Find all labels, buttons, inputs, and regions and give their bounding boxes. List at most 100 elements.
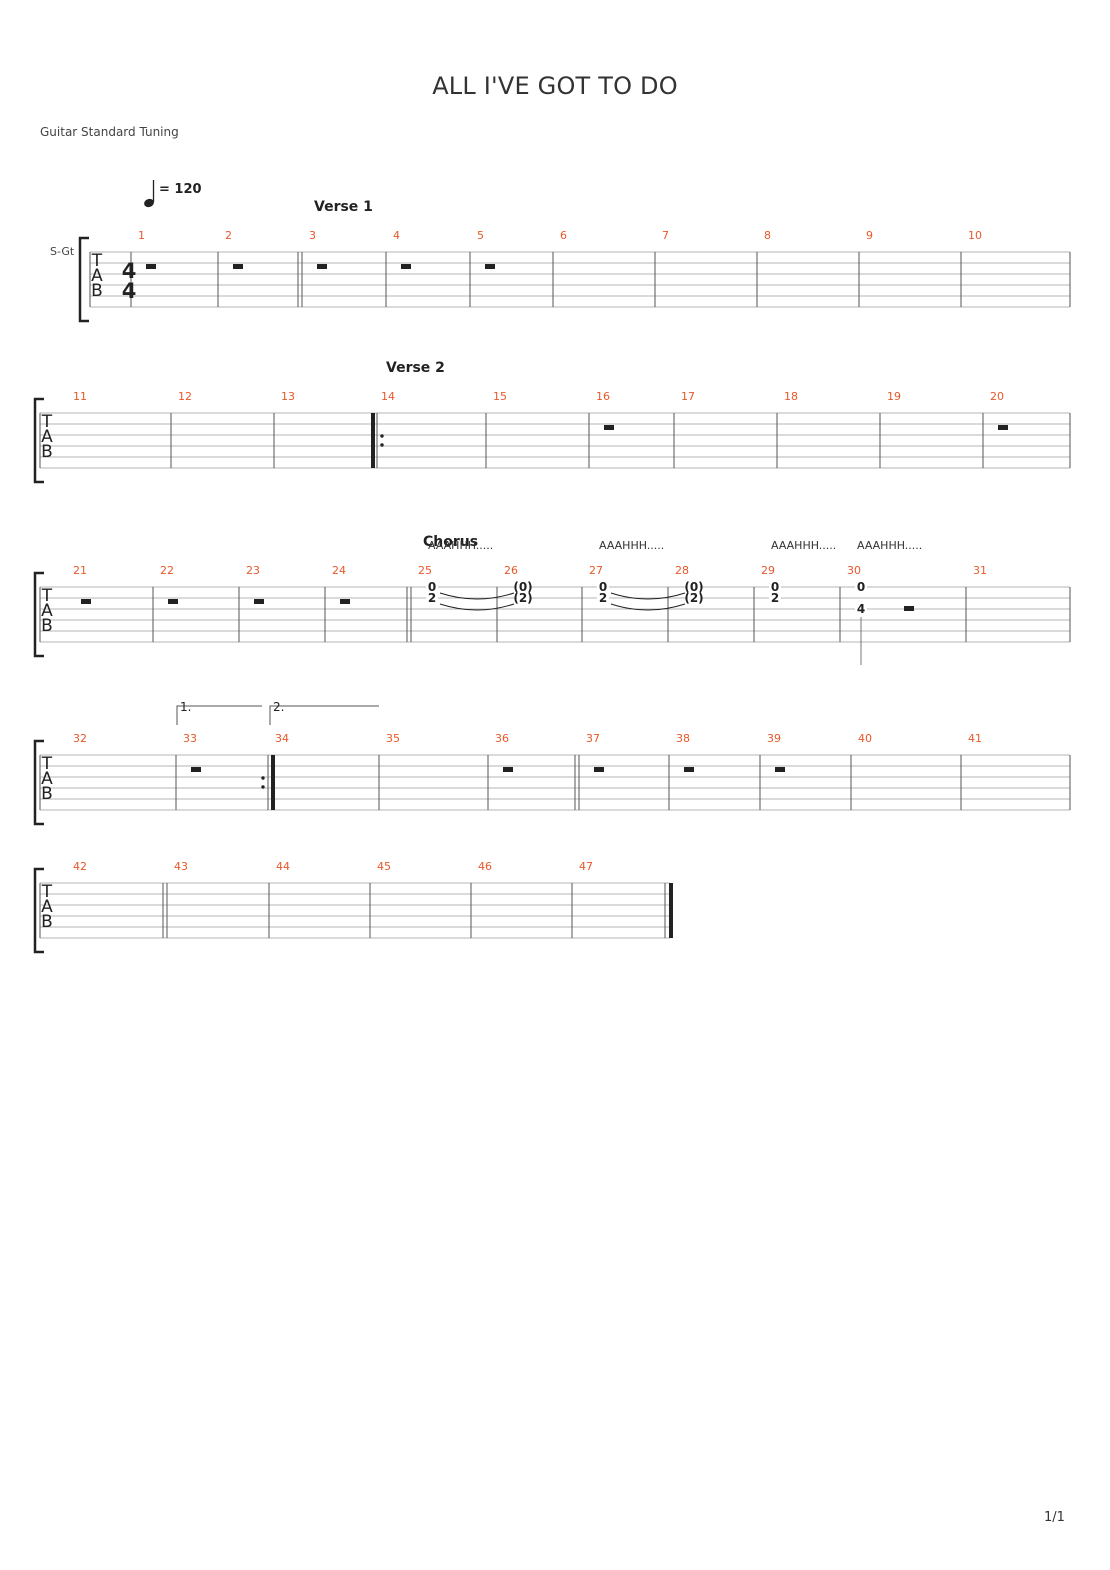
rest-mark (998, 425, 1008, 430)
fret-number: 0 (857, 580, 865, 594)
song-title: ALL I'VE GOT TO DO (432, 72, 678, 100)
measure-number: 42 (73, 860, 87, 873)
measure-number: 9 (866, 229, 873, 242)
rest-mark (401, 264, 411, 269)
volta-label-first: 1. (180, 700, 191, 714)
rest-mark (485, 264, 495, 269)
repeat-end-thick-bar (271, 755, 275, 810)
fret-background (597, 592, 609, 604)
fret-number: (0) (513, 580, 532, 594)
system-bracket (33, 739, 44, 826)
fret-number: (2) (513, 591, 532, 605)
system-bracket (78, 236, 89, 323)
measure-number: 21 (73, 564, 87, 577)
measure-number: 22 (160, 564, 174, 577)
tie-arc (439, 592, 515, 600)
section-label: Chorus (423, 534, 478, 550)
volta-label-second: 2. (273, 700, 284, 714)
system-bracket (33, 867, 44, 954)
measure-number: 36 (495, 732, 509, 745)
rest-mark (233, 264, 243, 269)
system-bracket (33, 397, 44, 484)
tempo-value: = 120 (159, 182, 202, 197)
fret-background (597, 581, 609, 593)
fret-number: 0 (599, 580, 607, 594)
measure-number: 33 (183, 732, 197, 745)
tab-clef-letter: T (41, 882, 53, 902)
measure-number: 20 (990, 390, 1004, 403)
time-signature-bottom: 4 (122, 279, 137, 303)
rest-mark (146, 264, 156, 269)
fret-background (855, 603, 867, 615)
rest-mark (317, 264, 327, 269)
measure-number: 41 (968, 732, 982, 745)
fret-number: 4 (857, 602, 865, 616)
fret-number: 2 (599, 591, 607, 605)
tie-arc (610, 603, 686, 611)
measure-number: 11 (73, 390, 87, 403)
measure-number: 31 (973, 564, 987, 577)
fret-number: 0 (771, 580, 779, 594)
lyric-text: AAAHHH..... (771, 539, 836, 552)
fret-number: (2) (684, 591, 703, 605)
measure-number: 18 (784, 390, 798, 403)
repeat-dot (261, 776, 265, 780)
measure-number: 23 (246, 564, 260, 577)
measure-number: 5 (477, 229, 484, 242)
measure-number: 8 (764, 229, 771, 242)
measure-number: 7 (662, 229, 669, 242)
final-barline-thick (669, 883, 673, 938)
fret-background (426, 592, 438, 604)
tab-clef-letter: T (91, 251, 103, 271)
tab-clef-letter: T (41, 754, 53, 774)
measure-number: 30 (847, 564, 861, 577)
measure-number: 13 (281, 390, 295, 403)
measure-number: 16 (596, 390, 610, 403)
rest-mark (81, 599, 91, 604)
tab-clef-letter: B (41, 442, 53, 462)
tab-clef-letter: A (41, 427, 53, 447)
time-signature-top: 4 (122, 259, 137, 283)
quarter-note-icon (144, 198, 154, 208)
measure-number: 19 (887, 390, 901, 403)
tie-arc (610, 592, 686, 600)
fret-number: 0 (428, 580, 436, 594)
fret-background (426, 581, 438, 593)
measure-number: 26 (504, 564, 518, 577)
measure-number: 35 (386, 732, 400, 745)
repeat-dot (380, 443, 384, 447)
measure-number: 44 (276, 860, 290, 873)
rest-mark (684, 767, 694, 772)
tab-clef-letter: B (41, 784, 53, 804)
measure-number: 1 (138, 229, 145, 242)
fret-background (688, 592, 700, 604)
tab-clef-letter: T (41, 412, 53, 432)
rest-mark (340, 599, 350, 604)
rest-mark (254, 599, 264, 604)
measure-number: 17 (681, 390, 695, 403)
measure-number: 27 (589, 564, 603, 577)
measure-number: 32 (73, 732, 87, 745)
repeat-dot (380, 434, 384, 438)
volta-bracket-first (176, 705, 262, 725)
tab-clef-letter: A (41, 769, 53, 789)
tab-clef-letter: A (41, 897, 53, 917)
tab-clef-letter: T (41, 586, 53, 606)
measure-number: 12 (178, 390, 192, 403)
page-number: 1/1 (1044, 1510, 1065, 1525)
measure-number: 45 (377, 860, 391, 873)
measure-number: 40 (858, 732, 872, 745)
tab-clef-letter: A (91, 266, 103, 286)
volta-bracket-second (269, 705, 379, 725)
measure-number: 29 (761, 564, 775, 577)
fret-number: 2 (428, 591, 436, 605)
lyric-text: AAAHHH..... (857, 539, 922, 552)
lyric-text: AAAHHH..... (428, 539, 493, 552)
section-label: Verse 2 (386, 360, 445, 376)
fret-background (769, 581, 781, 593)
measure-number: 47 (579, 860, 593, 873)
measure-number: 34 (275, 732, 289, 745)
measure-number: 6 (560, 229, 567, 242)
measure-number: 46 (478, 860, 492, 873)
